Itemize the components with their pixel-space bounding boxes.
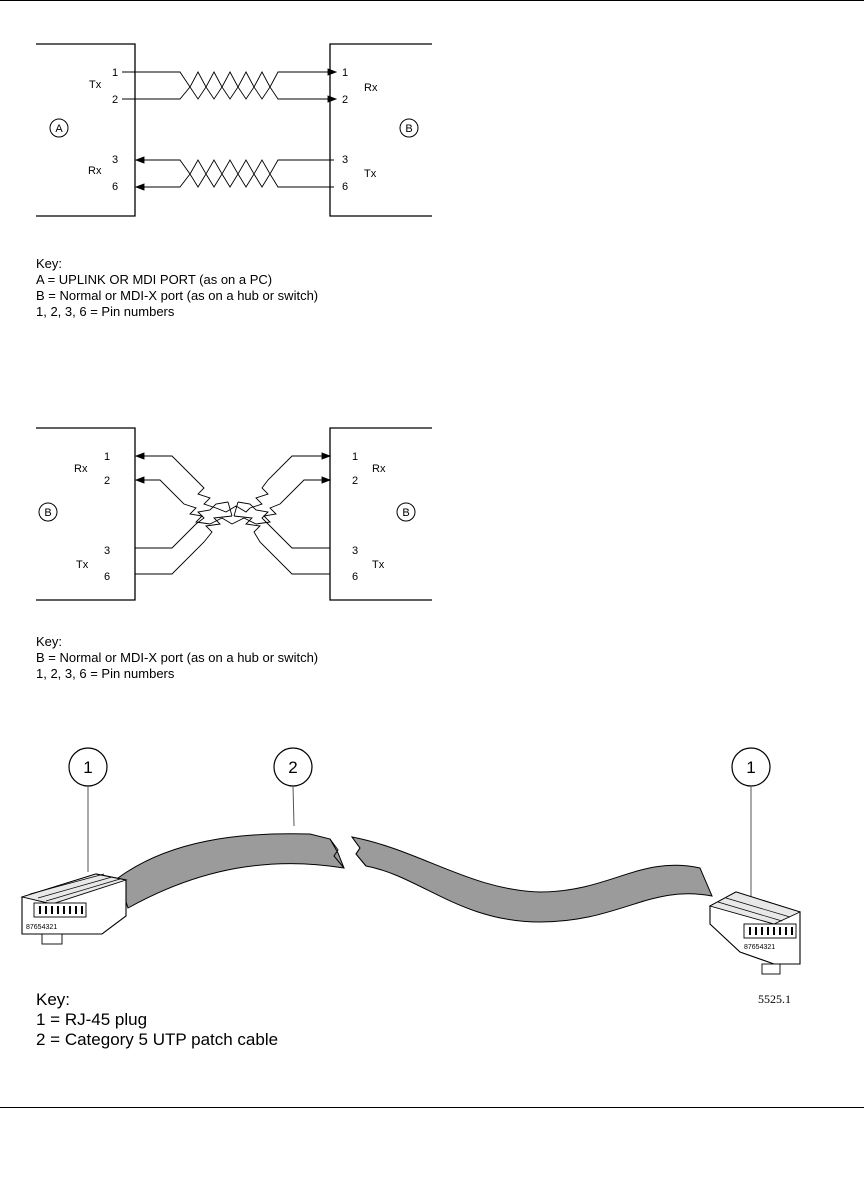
callout-left-label: 1 [83, 758, 92, 777]
right-tx-label: Tx [372, 559, 385, 571]
diagram-2-crossover-map: B B Rx Tx Rx Tx 1 2 3 6 1 2 3 6 [36, 427, 432, 601]
cable-segment-left [117, 833, 345, 909]
left-rx-label: Rx [88, 165, 102, 177]
port-b-right-circle [396, 502, 416, 522]
right-pin-6: 6 [352, 571, 358, 583]
port-a-label: A [55, 123, 63, 135]
port-b-left-circle [38, 502, 58, 522]
diagram-2-key: Key: B = Normal or MDI-X port (as on a h… [36, 634, 318, 682]
right-pin-6: 6 [342, 181, 348, 193]
right-pin-3: 3 [352, 545, 358, 557]
port-b-right-label: B [402, 507, 409, 519]
key-title: Key: [36, 634, 63, 649]
callout-middle-label: 2 [288, 758, 297, 777]
right-rx-label: Rx [364, 82, 378, 94]
crossover-wires [134, 452, 332, 575]
key-line: 2 = Category 5 UTP patch cable [36, 1030, 279, 1049]
key-line: 1, 2, 3, 6 = Pin numbers [36, 304, 175, 319]
top-rule [0, 0, 864, 1]
right-tx-label: Tx [364, 168, 377, 180]
left-pin-3: 3 [104, 545, 110, 557]
left-tx-label: Tx [89, 79, 102, 91]
right-rx-label: Rx [372, 463, 386, 475]
left-pin-2: 2 [112, 94, 118, 106]
cable-segment-right [350, 836, 713, 923]
right-pin-2: 2 [342, 94, 348, 106]
left-pin-1: 1 [104, 451, 110, 463]
left-pin-6: 6 [112, 181, 118, 193]
bottom-rule [0, 1107, 864, 1108]
port-b-circle [399, 118, 419, 138]
diagram-3-key: Key: 1 = RJ-45 plug 2 = Category 5 UTP p… [36, 990, 278, 1050]
device-b-right-box [329, 427, 432, 601]
rj45-plug-left: 87654321 [20, 873, 128, 945]
rj45-plug-right: 87654321 [708, 891, 802, 975]
left-pin-3: 3 [112, 154, 118, 166]
left-rx-label: Rx [74, 463, 88, 475]
right-pin-1: 1 [342, 67, 348, 79]
callout-middle-leader [292, 785, 295, 827]
left-pin-2: 2 [104, 475, 110, 487]
port-b-left-label: B [44, 507, 51, 519]
twisted-pair-bottom [134, 156, 334, 191]
figure-code: 5525.1 [758, 992, 791, 1006]
right-pin-3: 3 [342, 154, 348, 166]
left-tx-label: Tx [76, 559, 89, 571]
key-line: 1, 2, 3, 6 = Pin numbers [36, 666, 175, 681]
device-b-box [329, 43, 432, 217]
port-b-label: B [405, 123, 412, 135]
plug-left-pin-numbers: 87654321 [26, 924, 57, 931]
key-line: 1 = RJ-45 plug [36, 1010, 148, 1029]
diagram-1-key: Key: A = UPLINK OR MDI PORT (as on a PC)… [36, 256, 318, 320]
key-line: B = Normal or MDI-X port (as on a hub or… [36, 288, 319, 303]
device-b-left-box [36, 427, 136, 601]
key-title: Key: [36, 990, 71, 1009]
twisted-pair-top [122, 68, 338, 103]
left-pin-1: 1 [112, 67, 118, 79]
diagram-1-pin-map: A B Tx Rx Rx Tx 1 2 3 6 1 2 3 6 [36, 43, 432, 217]
device-a-box [36, 43, 136, 217]
right-pin-1: 1 [352, 451, 358, 463]
key-line: A = UPLINK OR MDI PORT (as on a PC) [36, 272, 273, 287]
right-pin-2: 2 [352, 475, 358, 487]
callout-right-label: 1 [746, 758, 755, 777]
cable-break-mark-left [329, 838, 345, 869]
plug-right-pin-numbers: 87654321 [744, 944, 775, 951]
diagram-3-patch-cable: 1 2 1 87654321 [20, 747, 802, 975]
left-pin-6: 6 [104, 571, 110, 583]
key-line: B = Normal or MDI-X port (as on a hub or… [36, 650, 319, 665]
port-a-circle [49, 118, 69, 138]
key-title: Key: [36, 256, 63, 271]
